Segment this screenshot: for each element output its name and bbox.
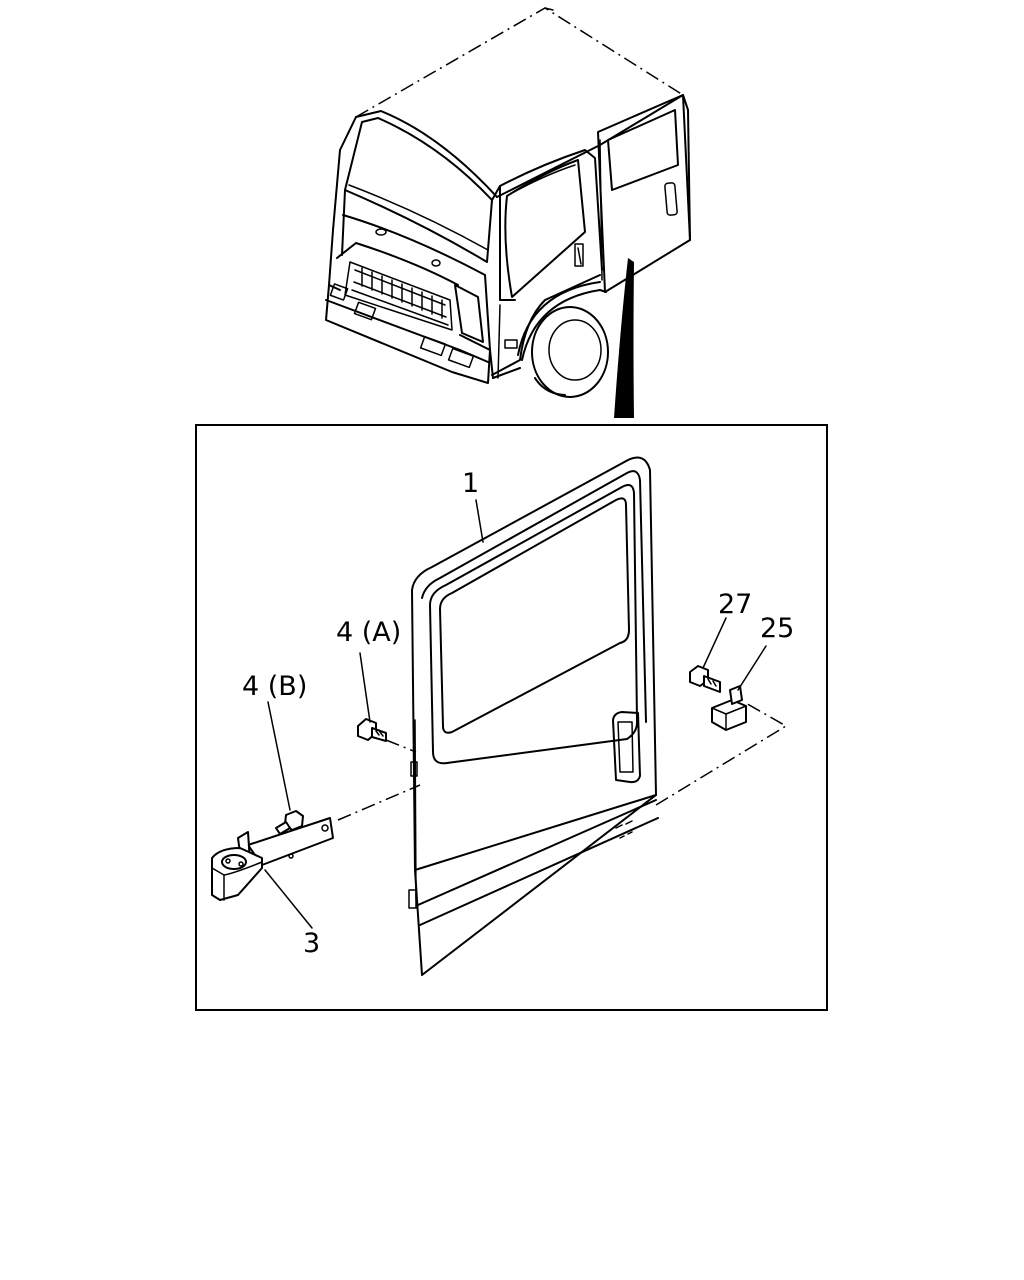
hinge-bracket [211, 817, 334, 901]
striker-25 [711, 685, 747, 731]
callout-1: 1 [462, 468, 479, 499]
callout-4a: 4 (A) [336, 617, 401, 648]
alignment-line-lower [337, 784, 421, 821]
bolt-4a [357, 718, 387, 742]
side-door-panel [408, 456, 659, 976]
alignment-line-upper [385, 739, 417, 753]
callout-3: 3 [303, 928, 320, 959]
truck-cab-illustration [325, 7, 691, 398]
leader-lines [264, 499, 767, 929]
alignment-line-rear [655, 701, 788, 806]
callout-27: 27 [718, 589, 752, 620]
detail-frame [195, 424, 828, 1011]
bolt-27 [689, 665, 721, 693]
callout-4b: 4 (B) [242, 671, 307, 702]
callout-25: 25 [760, 613, 794, 644]
detail-arrow [614, 258, 634, 418]
